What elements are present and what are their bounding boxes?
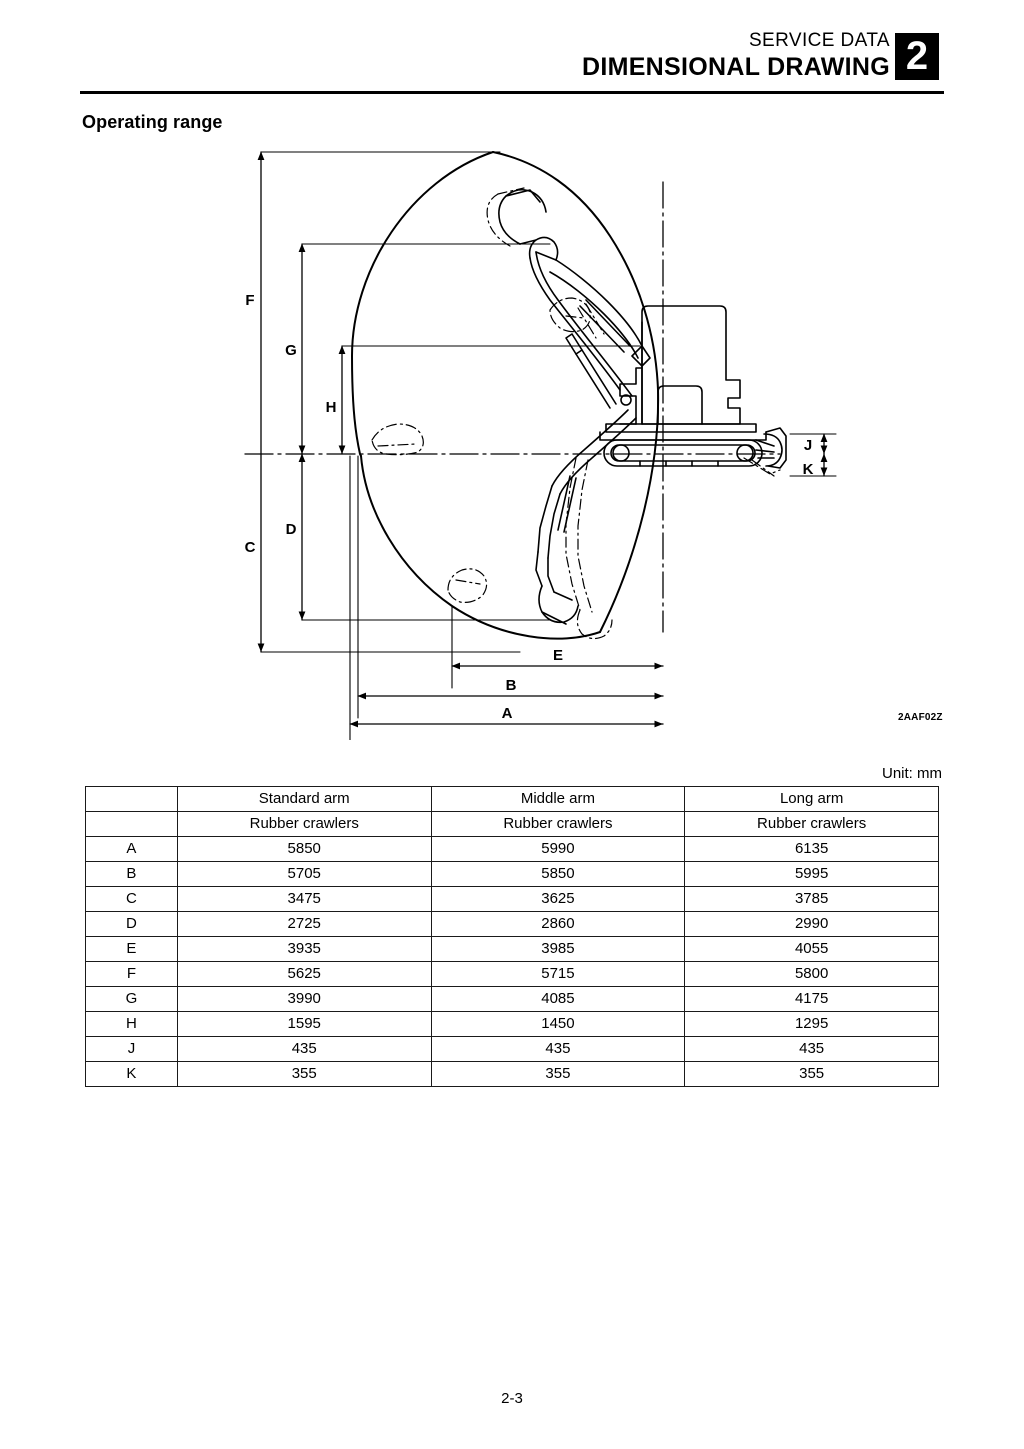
row-key: A: [85, 836, 178, 862]
table-header-row-arm: Standard arm Middle arm Long arm: [85, 786, 939, 812]
row-middle: 435: [430, 1036, 686, 1062]
dimension-label-E: E: [553, 647, 563, 664]
table-row: K 355 355 355: [85, 1061, 939, 1087]
excavator-cab: [619, 305, 741, 425]
row-standard: 5850: [176, 836, 432, 862]
header-crawler-middle: Rubber crawlers: [430, 811, 686, 837]
row-standard: 2725: [176, 911, 432, 937]
row-long: 3785: [684, 886, 939, 912]
row-key: B: [85, 861, 178, 887]
row-standard: 3990: [176, 986, 432, 1012]
table-row: C 3475 3625 3785: [85, 886, 939, 912]
header-long-arm: Long arm: [684, 786, 939, 812]
dimension-label-J: J: [804, 437, 812, 454]
table-row: B 5705 5850 5995: [85, 861, 939, 887]
row-standard: 3935: [176, 936, 432, 962]
unit-label: Unit: mm: [882, 765, 942, 782]
row-middle: 5715: [430, 961, 686, 987]
row-key: E: [85, 936, 178, 962]
excavator-bucket: [486, 187, 547, 247]
table-corner-cell-lower: [85, 811, 178, 837]
row-middle: 3985: [430, 936, 686, 962]
dimension-line-K: [789, 453, 837, 477]
table-row: G 3990 4085 4175: [85, 986, 939, 1012]
header-crawler-standard: Rubber crawlers: [176, 811, 432, 837]
row-long: 4175: [684, 986, 939, 1012]
row-key: F: [85, 961, 178, 987]
dimension-label-H: H: [326, 399, 337, 416]
row-middle: 2860: [430, 911, 686, 937]
row-long: 5800: [684, 961, 939, 987]
row-long: 5995: [684, 861, 939, 887]
row-standard: 3475: [176, 886, 432, 912]
table-row: F 5625 5715 5800: [85, 961, 939, 987]
table-header-row-crawler: Rubber crawlers Rubber crawlers Rubber c…: [85, 811, 939, 837]
row-standard: 1595: [176, 1011, 432, 1037]
upper-frame-base: [599, 423, 767, 441]
row-standard: 5625: [176, 961, 432, 987]
row-key: K: [85, 1061, 178, 1087]
figure-reference-code: 2AAF02Z: [898, 712, 943, 723]
excavator-boom: [528, 236, 633, 409]
page-header: SERVICE DATA DIMENSIONAL DRAWING 2: [0, 0, 1024, 100]
row-key: J: [85, 1036, 178, 1062]
phantom-positions: [371, 297, 613, 640]
table-row: A 5850 5990 6135: [85, 836, 939, 862]
row-long: 435: [684, 1036, 939, 1062]
dimension-label-B: B: [506, 677, 517, 694]
row-middle: 5990: [430, 836, 686, 862]
table-row: J 435 435 435: [85, 1036, 939, 1062]
header-crawler-long: Rubber crawlers: [684, 811, 939, 837]
header-middle-arm: Middle arm: [430, 786, 686, 812]
dozer-blade: [743, 427, 787, 477]
header-divider-rule: [80, 91, 944, 94]
excavator-arm-lowered: [535, 409, 637, 625]
row-standard: 5705: [176, 861, 432, 887]
table-row: E 3935 3985 4055: [85, 936, 939, 962]
row-middle: 3625: [430, 886, 686, 912]
dimension-label-K: K: [803, 461, 814, 478]
extension-lines: [260, 151, 641, 740]
operating-range-figure: F G H C D E B A J K 2AAF02Z: [80, 140, 944, 740]
dimension-label-A: A: [502, 705, 513, 722]
service-data-label: SERVICE DATA: [748, 30, 890, 51]
table-row: D 2725 2860 2990: [85, 911, 939, 937]
header-standard-arm: Standard arm: [176, 786, 432, 812]
row-long: 355: [684, 1061, 939, 1087]
dimension-label-C: C: [245, 539, 256, 556]
dimension-line-J: [789, 433, 837, 455]
row-middle: 355: [430, 1061, 686, 1087]
row-key: D: [85, 911, 178, 937]
row-standard: 355: [176, 1061, 432, 1087]
dimensional-drawing-title: DIMENSIONAL DRAWING: [581, 53, 890, 81]
rubber-crawler-track: [603, 439, 763, 467]
operating-range-diagram: F G H C D E B A J K: [244, 151, 837, 740]
row-standard: 435: [176, 1036, 432, 1062]
row-key: G: [85, 986, 178, 1012]
table-corner-cell: [85, 786, 178, 812]
working-envelope-outline: [351, 151, 660, 640]
row-long: 6135: [684, 836, 939, 862]
page-footer: 2-3: [0, 1390, 1024, 1407]
dimension-label-G: G: [285, 342, 297, 359]
dimension-label-D: D: [286, 521, 297, 538]
row-long: 1295: [684, 1011, 939, 1037]
specification-table-wrapper: Standard arm Middle arm Long arm Rubber …: [85, 786, 939, 1087]
row-key: H: [85, 1011, 178, 1037]
row-long: 4055: [684, 936, 939, 962]
page-number: 2-3: [501, 1390, 523, 1407]
row-key: C: [85, 886, 178, 912]
table-row: H 1595 1450 1295: [85, 1011, 939, 1037]
excavator-arm: [549, 259, 651, 367]
row-middle: 1450: [430, 1011, 686, 1037]
header-title-block: SERVICE DATA DIMENSIONAL DRAWING: [582, 30, 890, 82]
row-long: 2990: [684, 911, 939, 937]
row-middle: 4085: [430, 986, 686, 1012]
row-middle: 5850: [430, 861, 686, 887]
dimension-label-F: F: [245, 292, 254, 309]
page-title: Operating range: [82, 112, 223, 132]
operating-range-table: Standard arm Middle arm Long arm Rubber …: [85, 786, 939, 1087]
chapter-number-badge: 2: [895, 33, 939, 80]
